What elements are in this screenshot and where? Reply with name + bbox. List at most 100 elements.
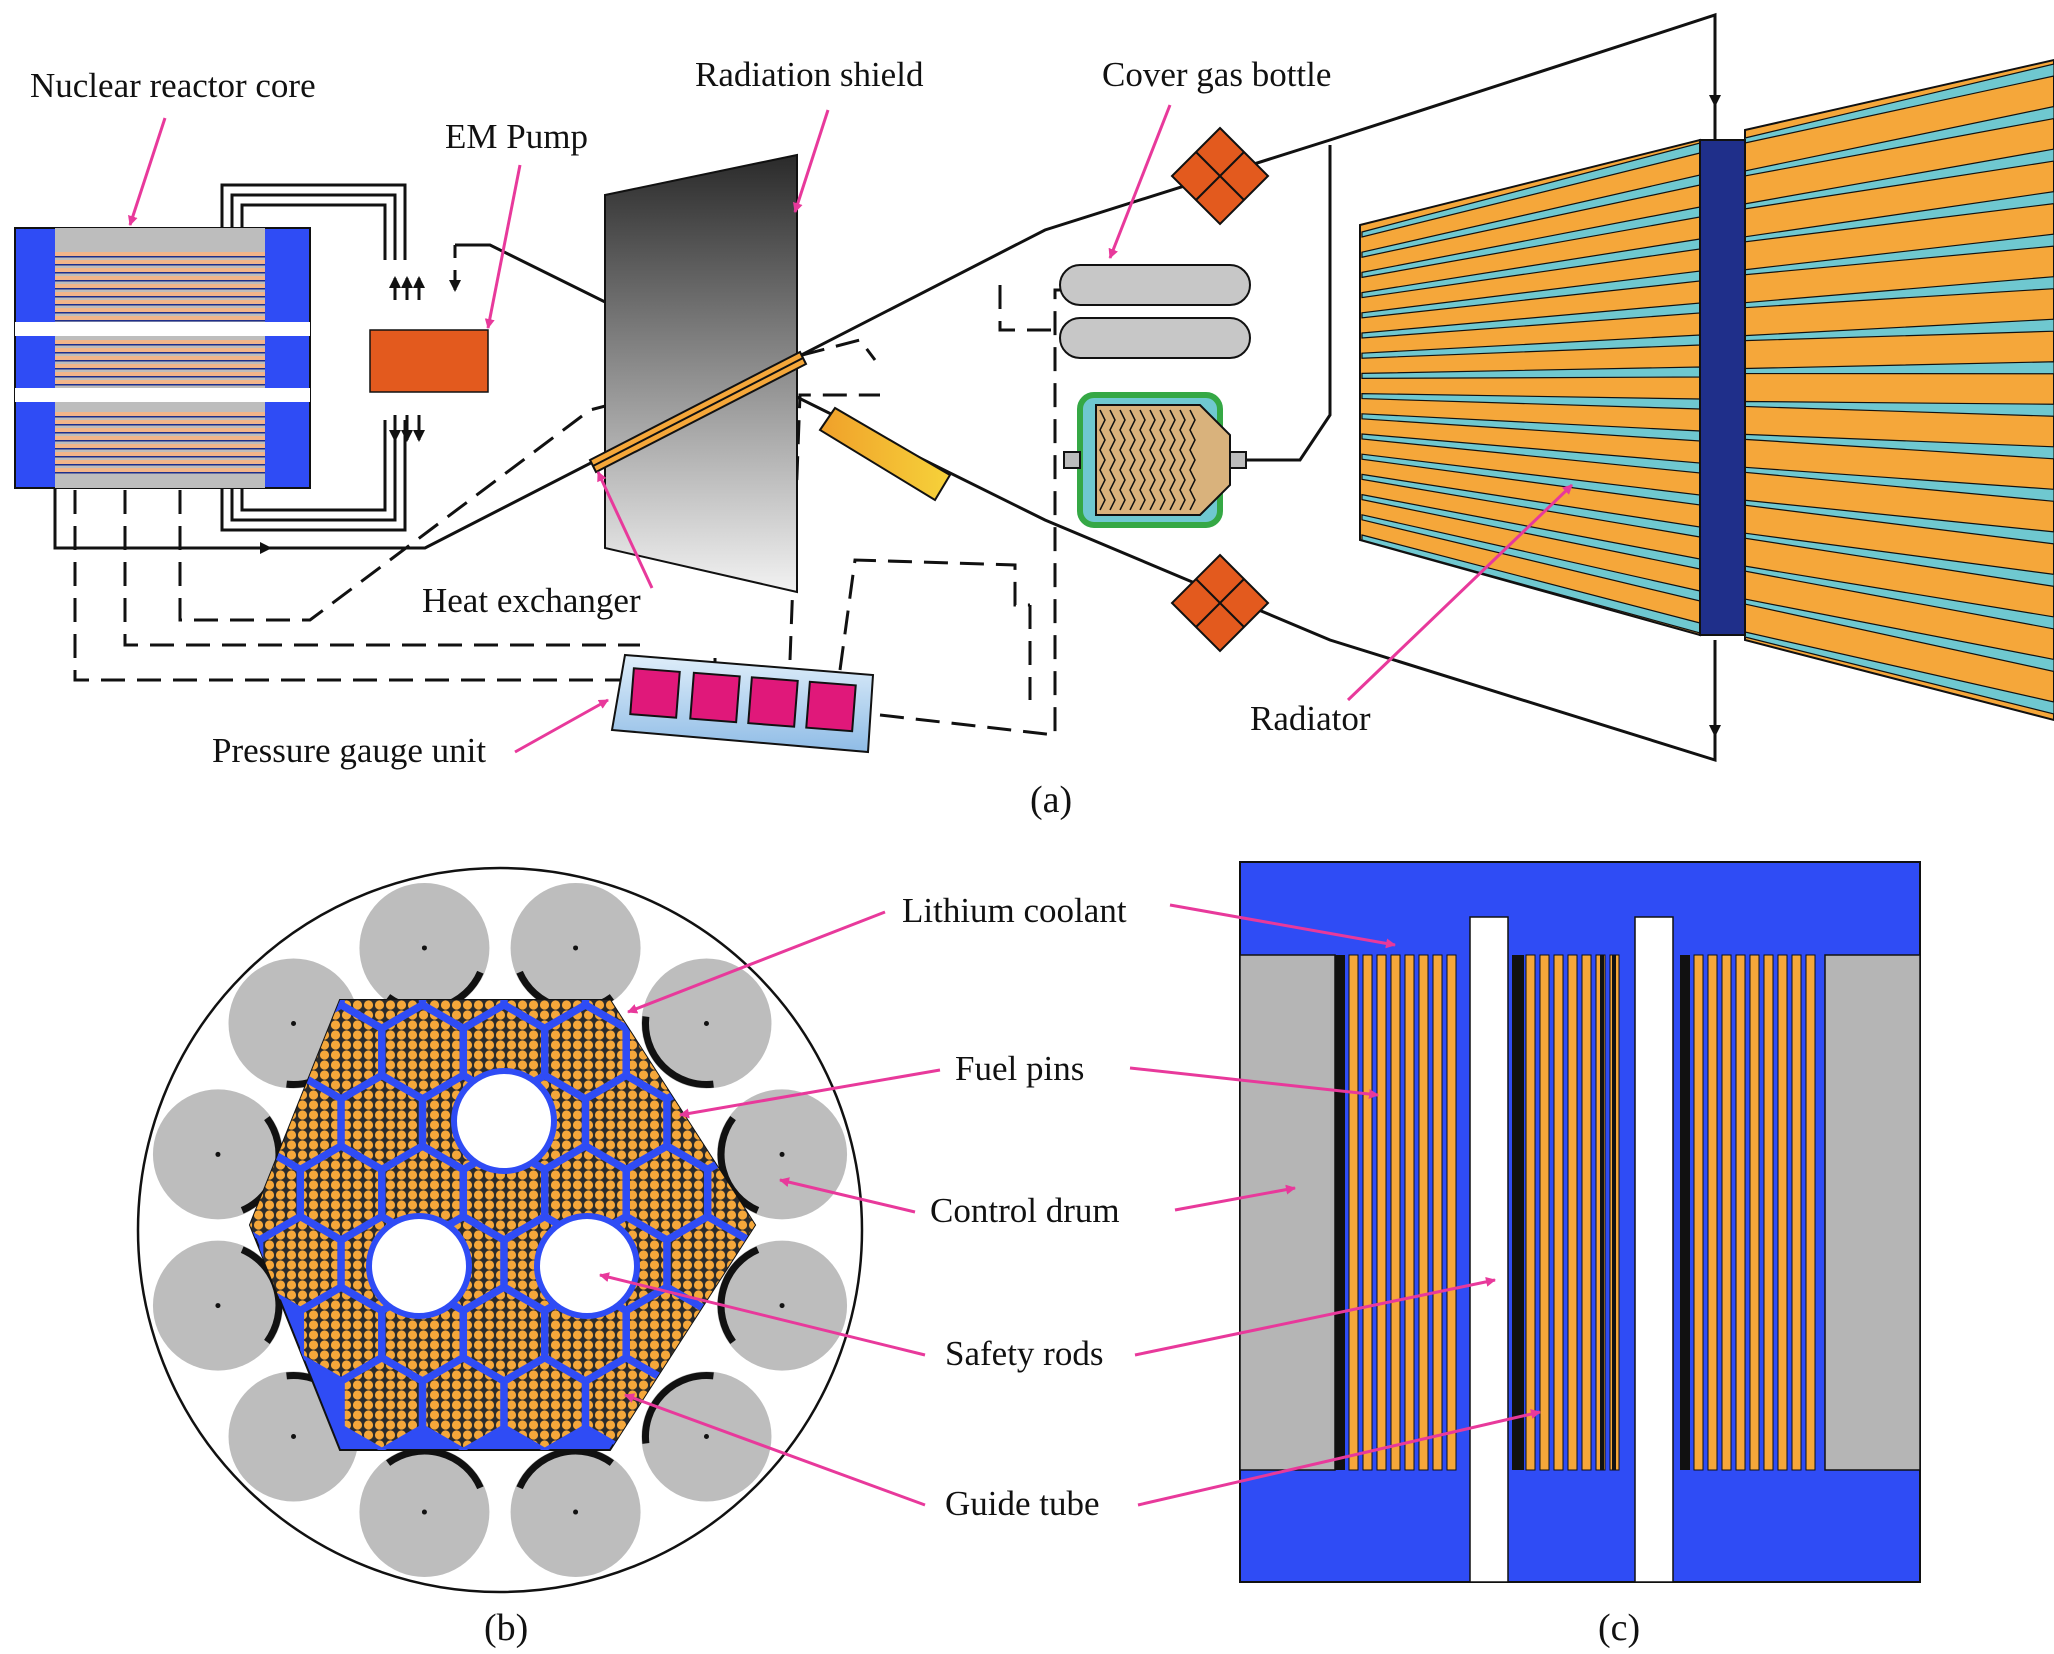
core-stripe-line: [55, 384, 265, 386]
control-drum: [359, 1447, 490, 1578]
axial-fuel-pin: [1721, 954, 1732, 1471]
callout-arrows-bc: [599, 903, 1541, 1507]
bellows-fold: [1189, 409, 1196, 511]
core-stripe: [55, 260, 265, 264]
heat-exchanger: [588, 350, 808, 474]
core-stripe-line: [55, 440, 265, 442]
core-stripe: [55, 412, 265, 416]
core-stripe-line: [55, 416, 265, 418]
fuel-assembly: [422, 1000, 505, 1029]
axial-fuel-pin: [1553, 954, 1564, 1471]
axial-fuel-pin: [1539, 954, 1550, 1471]
core-stripe: [55, 452, 265, 456]
axial-fuel-pin: [1763, 954, 1774, 1471]
bellows-fold: [1099, 409, 1106, 511]
control-drum: [641, 1371, 772, 1502]
core-stripe-line: [55, 272, 265, 274]
caption-b: (b): [484, 1607, 528, 1649]
radiator-header: [1699, 139, 1746, 636]
label-fuel-pins: Fuel pins: [955, 1049, 1084, 1088]
panel-a-system-schematic: Nuclear reactor core EM Pump Radiation s…: [14, 12, 2054, 821]
bellows-fold: [1119, 409, 1126, 511]
core-stripe: [55, 300, 265, 304]
core-stripe: [55, 428, 265, 432]
gauge-cell: [629, 667, 681, 719]
control-drums: [152, 882, 848, 1578]
safety-rod-right: [1634, 916, 1674, 1583]
axial-fuel-pin: [1418, 954, 1429, 1471]
label-safety-rods: Safety rods: [945, 1334, 1103, 1373]
fuel-assembly: [625, 1145, 708, 1241]
label-control-drum: Control drum: [930, 1191, 1120, 1230]
fuel-assembly: [340, 1357, 423, 1450]
core-stripe: [55, 420, 265, 424]
fuel-assembly: [832, 1360, 910, 1450]
core-fuel-stripes: [55, 252, 265, 474]
axial-fuel-pin: [1805, 954, 1816, 1471]
fuel-assembly: [503, 1000, 586, 1029]
axial-fuel-pin: [1525, 954, 1536, 1471]
panel-c-core-axial-section: (c): [1239, 861, 1921, 1649]
label-lithium: Lithium coolant: [902, 891, 1127, 930]
radiator: [1359, 58, 2054, 722]
radiation-shield: [604, 153, 798, 594]
label-shield: Radiation shield: [695, 55, 924, 94]
bellows-fold: [1139, 409, 1146, 511]
axial-fuel-pin: [1376, 954, 1387, 1471]
axial-fuel-pins: [1335, 954, 1816, 1471]
guide-tube-wall: [1600, 955, 1604, 1470]
core-stripe-line: [55, 376, 265, 378]
core-stripe-line: [55, 256, 265, 258]
core-stripe-line: [55, 344, 265, 346]
axial-fuel-pin: [1749, 954, 1760, 1471]
core-stripe-line: [55, 280, 265, 282]
core-stripe: [55, 460, 265, 464]
control-drum: [359, 882, 490, 1013]
caption-c: (c): [1598, 1607, 1640, 1649]
axial-fuel-pin: [1735, 954, 1746, 1471]
core-stripe-line: [55, 360, 265, 362]
core-stripe: [55, 356, 265, 360]
core-stripe-line: [55, 456, 265, 458]
core-stripe-line: [55, 296, 265, 298]
core-stripe-line: [55, 464, 265, 466]
axial-fuel-pin: [1446, 954, 1457, 1471]
core-stripe-line: [55, 288, 265, 290]
core-stripe-line: [55, 472, 265, 474]
core-stripe: [55, 252, 265, 256]
safety-rod-left: [1469, 916, 1509, 1583]
gauge-cell: [805, 680, 857, 733]
core-stripe: [55, 276, 265, 280]
label-radiator: Radiator: [1250, 699, 1371, 738]
core-stripe: [55, 348, 265, 352]
core-stripe-line: [55, 304, 265, 306]
fuel-assembly: [300, 1286, 383, 1382]
bellows-fold: [1179, 409, 1186, 511]
axial-fuel-pin: [1707, 954, 1718, 1471]
axial-fuel-pin: [1777, 954, 1788, 1471]
label-guide-tube: Guide tube: [945, 1484, 1100, 1523]
core-stripe: [55, 292, 265, 296]
control-drum: [510, 1447, 641, 1578]
bellows-fold: [1129, 409, 1136, 511]
fuel-assembly: [98, 936, 176, 1026]
gauge-cell: [747, 676, 799, 728]
label-heat-exchanger: Heat exchanger: [422, 581, 641, 620]
guide-tube-wall: [1612, 955, 1616, 1470]
nuclear-reactor-core: [14, 227, 311, 489]
pressure-gauge-unit: [610, 653, 875, 754]
safety-rod-holes: [366, 1068, 640, 1319]
fuel-assembly: [503, 1357, 586, 1450]
gauge-cell: [689, 671, 741, 724]
fuel-assembly: [340, 1075, 423, 1170]
core-stripe-line: [55, 320, 265, 322]
label-core: Nuclear reactor core: [30, 66, 316, 105]
callout-arrows-a: [128, 104, 1574, 754]
bellows-fold: [1109, 409, 1116, 511]
axial-fuel-pin: [1581, 954, 1592, 1471]
axial-fuel-pin: [1348, 954, 1359, 1471]
cover-gas-bottles: [1059, 264, 1251, 359]
fuel-assembly: [544, 1004, 627, 1100]
fuel-assembly: [381, 1004, 464, 1100]
